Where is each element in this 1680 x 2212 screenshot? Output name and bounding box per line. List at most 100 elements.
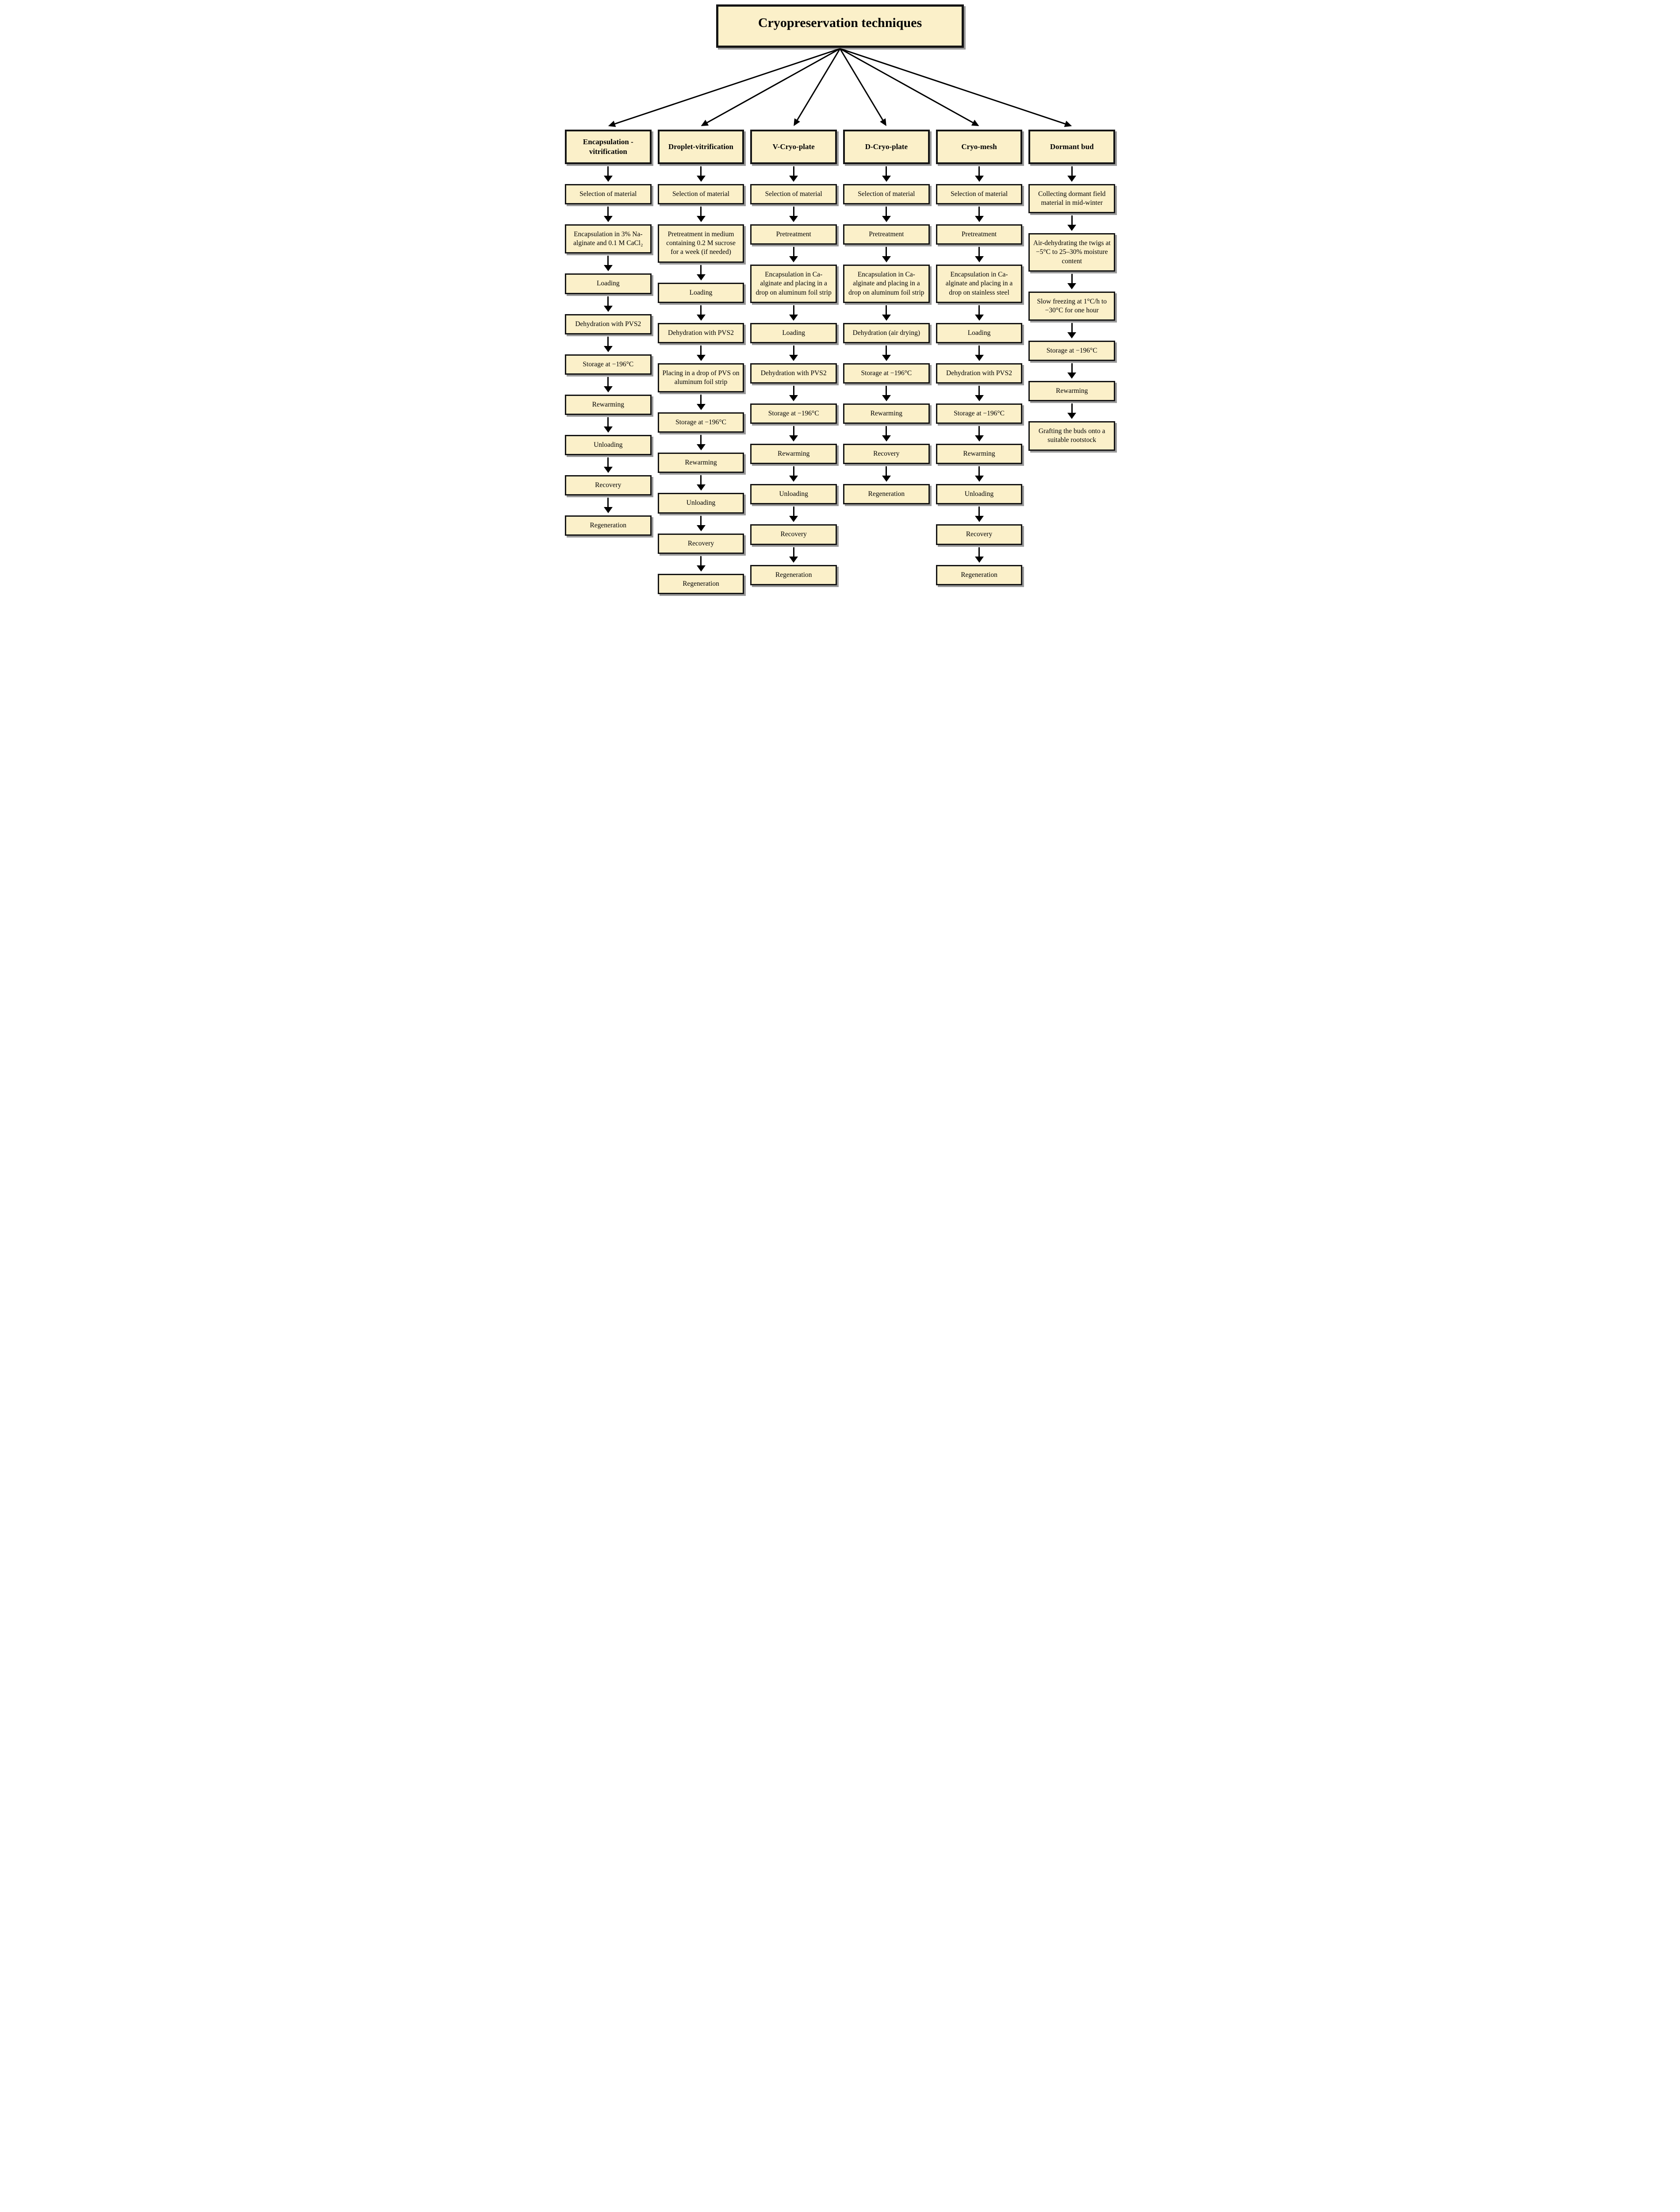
down-arrow-icon [886, 345, 887, 355]
down-arrow-icon [700, 345, 702, 355]
down-arrow-icon [793, 207, 794, 216]
column-header: Encapsulation -vitrification [565, 130, 652, 164]
down-arrow-icon [1071, 323, 1073, 332]
column-header: V-Cryo-plate [750, 130, 837, 164]
down-arrow-icon [700, 395, 702, 404]
step-box: Rewarming [936, 444, 1023, 465]
down-arrow-icon [607, 296, 609, 306]
step-box: Unloading [936, 484, 1023, 505]
step-box: Regeneration [843, 484, 930, 505]
step-box: Loading [657, 282, 744, 303]
step-box: Unloading [657, 493, 744, 514]
down-arrow-icon [886, 305, 887, 315]
step-box: Rewarming [750, 444, 837, 465]
column-header: Droplet-vitrification [657, 130, 744, 164]
step-box: Selection of material [750, 184, 837, 205]
step-box: Placing in a drop of PVS on aluminum foi… [657, 363, 744, 393]
down-arrow-icon [1071, 363, 1073, 373]
step-box: Loading [565, 273, 652, 294]
down-arrow-icon [886, 385, 887, 395]
step-box: Rewarming [1028, 381, 1116, 402]
column-header: Dormant bud [1028, 130, 1116, 164]
step-box: Collecting dormant field material in mid… [1028, 184, 1116, 214]
step-box: Pretreatment [936, 224, 1023, 245]
down-arrow-icon [793, 547, 794, 557]
step-box: Selection of material [565, 184, 652, 205]
down-arrow-icon [700, 435, 702, 445]
down-arrow-icon [978, 385, 980, 395]
step-box: Rewarming [657, 453, 744, 473]
step-box: Loading [750, 323, 837, 343]
step-box: Recovery [750, 524, 837, 545]
diagram-title: Cryopreservation techniques [716, 4, 964, 48]
step-box: Encapsulation in 3% Na-alginate and 0.1 … [565, 224, 652, 254]
step-box: Rewarming [565, 394, 652, 415]
down-arrow-icon [700, 515, 702, 525]
step-box: Storage at −196°C [1028, 340, 1116, 361]
step-box: Regeneration [936, 565, 1023, 585]
step-box: Storage at −196°C [657, 412, 744, 433]
down-arrow-icon [978, 166, 980, 176]
step-box: Slow freezing at 1°C/h to −30°C for one … [1028, 291, 1116, 321]
down-arrow-icon [607, 256, 609, 265]
down-arrow-icon [793, 466, 794, 476]
down-arrow-icon [978, 247, 980, 257]
step-box: Loading [936, 323, 1023, 343]
down-arrow-icon [793, 345, 794, 355]
step-box: Dehydration with PVS2 [565, 314, 652, 334]
down-arrow-icon [607, 166, 609, 176]
step-box: Selection of material [843, 184, 930, 205]
down-arrow-icon [1071, 403, 1073, 413]
step-box: Unloading [750, 484, 837, 505]
down-arrow-icon [978, 426, 980, 436]
step-box: Encapsulation in Ca-alginate and placing… [843, 265, 930, 303]
step-box: Recovery [936, 524, 1023, 545]
down-arrow-icon [1071, 273, 1073, 283]
down-arrow-icon [1071, 215, 1073, 225]
down-arrow-icon [978, 507, 980, 516]
down-arrow-icon [700, 475, 702, 485]
cryopreservation-flowchart: Cryopreservation techniques Encapsulatio… [561, 0, 1119, 607]
down-arrow-icon [607, 457, 609, 467]
down-arrow-icon [1071, 166, 1073, 176]
step-box: Rewarming [843, 403, 930, 424]
down-arrow-icon [886, 166, 887, 176]
down-arrow-icon [793, 166, 794, 176]
down-arrow-icon [700, 207, 702, 216]
step-box: Dehydration (air drying) [843, 323, 930, 343]
down-arrow-icon [700, 166, 702, 176]
down-arrow-icon [886, 207, 887, 216]
down-arrow-icon [700, 265, 702, 274]
down-arrow-icon [978, 305, 980, 315]
down-arrow-icon [700, 556, 702, 565]
step-box: Selection of material [657, 184, 744, 205]
step-box: Unloading [565, 434, 652, 456]
down-arrow-icon [607, 498, 609, 507]
down-arrow-icon [607, 336, 609, 346]
down-arrow-icon [886, 247, 887, 257]
step-box: Encapsulation in Ca-alginate and placing… [936, 265, 1023, 303]
step-box: Air-dehydrating the twigs at −5°C to 25–… [1028, 233, 1116, 272]
down-arrow-icon [978, 466, 980, 476]
step-box: Pretreatment in medium containing 0.2 M … [657, 224, 744, 263]
step-box: Regeneration [657, 573, 744, 594]
down-arrow-icon [607, 207, 609, 216]
down-arrow-icon [607, 376, 609, 386]
down-arrow-icon [793, 385, 794, 395]
step-box: Recovery [565, 475, 652, 496]
step-box: Pretreatment [843, 224, 930, 245]
step-box: Pretreatment [750, 224, 837, 245]
step-box: Grafting the buds onto a suitable rootst… [1028, 421, 1116, 451]
step-box: Selection of material [936, 184, 1023, 205]
step-box: Regeneration [565, 515, 652, 536]
step-box: Storage at −196°C [565, 354, 652, 375]
down-arrow-icon [978, 207, 980, 216]
column-header: D-Cryo-plate [843, 130, 930, 164]
down-arrow-icon [886, 466, 887, 476]
